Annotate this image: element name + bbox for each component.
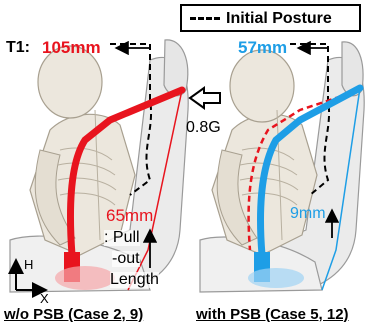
left-pullout-label-1: : Pull [104, 230, 140, 246]
force-label: 0.8G [186, 120, 221, 136]
left-caption: w/o PSB (Case 2, 9) [4, 303, 143, 327]
left-t1-prefix: T1: [6, 40, 30, 56]
left-pullout-value: 65mm [106, 207, 153, 224]
right-t1-value: 57mm [238, 39, 287, 56]
left-lap-highlight [55, 266, 115, 290]
left-panel [10, 40, 188, 292]
right-pullout-value: 9mm [290, 206, 326, 222]
left-pullout-label-2: -out [112, 251, 140, 267]
left-pullout-label-3: Length [110, 272, 159, 288]
right-dummy-head [230, 50, 294, 122]
axis-h-label: H [24, 258, 33, 271]
legend-dashed-line [190, 17, 220, 20]
force-arrow [190, 88, 220, 108]
right-caption: with PSB (Case 5, 12) [196, 303, 349, 327]
legend-label: Initial Posture [226, 10, 332, 28]
legend: Initial Posture [180, 4, 361, 32]
right-lap-highlight [248, 268, 304, 288]
right-panel [200, 42, 364, 292]
left-t1-value: 105mm [42, 39, 101, 56]
